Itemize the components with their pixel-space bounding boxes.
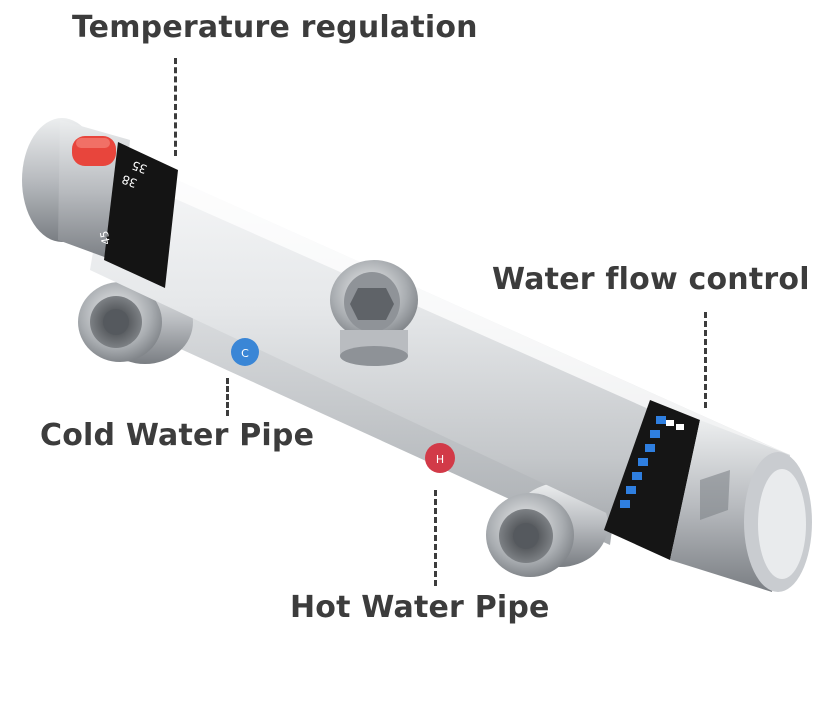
- center-outlet: [330, 260, 418, 366]
- hot-water-connector: [486, 483, 608, 577]
- temp-tick-38: 38: [120, 172, 139, 190]
- hot-water-pipe-label: Hot Water Pipe: [290, 590, 550, 625]
- red-safety-button-icon: [72, 136, 116, 166]
- flow-scale-marks: [620, 416, 684, 508]
- cold-water-badge-icon: C: [231, 338, 259, 366]
- main-valve-body: [90, 150, 790, 590]
- temperature-leader-line: [174, 58, 177, 156]
- temperature-knob: 35 38 45: [22, 118, 178, 288]
- cold-water-connector: [78, 280, 193, 364]
- hot-leader-line: [434, 490, 437, 586]
- water-flow-control-label: Water flow control: [492, 262, 810, 297]
- temp-tick-35: 35: [130, 158, 149, 176]
- cold-water-pipe-label: Cold Water Pipe: [40, 418, 315, 453]
- temperature-regulation-label: Temperature regulation: [72, 10, 478, 45]
- hot-water-badge-icon: H: [425, 443, 455, 473]
- flow-leader-line: [704, 312, 707, 408]
- temp-tick-45: 45: [98, 230, 113, 246]
- svg-text:C: C: [241, 347, 249, 360]
- flow-control-knob: [604, 400, 812, 592]
- cold-leader-line: [226, 378, 229, 416]
- svg-text:H: H: [436, 453, 444, 466]
